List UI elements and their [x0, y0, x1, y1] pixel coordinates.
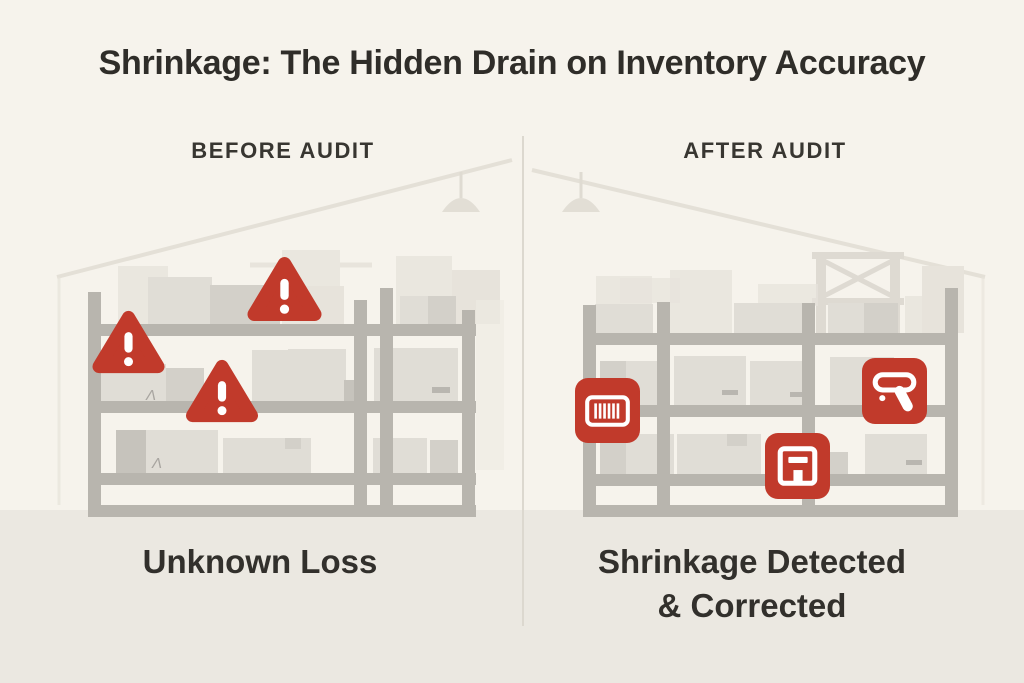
inventory-box	[865, 434, 927, 477]
lamp-shade-icon	[442, 198, 480, 212]
page-title: Shrinkage: The Hidden Drain on Inventory…	[98, 44, 926, 82]
before-audit-header: BEFORE AUDIT	[191, 138, 375, 163]
before-caption: Unknown Loss	[142, 543, 378, 580]
inventory-box	[750, 361, 810, 407]
scanner-gun-icon	[862, 358, 927, 424]
shelf-beam	[88, 401, 476, 413]
box-label	[285, 438, 301, 449]
after-audit-header: AFTER AUDIT	[683, 138, 847, 163]
box-label	[727, 434, 747, 446]
inventory-box	[677, 434, 761, 477]
box-logo-mark: Λ	[152, 455, 163, 472]
shelf-beam	[583, 333, 958, 345]
inventory-box	[674, 356, 746, 407]
warning-triangle-icon	[92, 310, 165, 374]
warehouse-floor	[0, 510, 1024, 683]
inventory-record-icon	[765, 433, 830, 499]
barcode-icon	[575, 378, 640, 443]
inventory-box	[864, 303, 898, 335]
inventory-box	[288, 349, 346, 404]
shelf-beam	[583, 505, 958, 517]
inventory-box	[828, 303, 864, 335]
inventory-box	[595, 304, 653, 335]
inventory-box	[146, 430, 218, 475]
after-caption-line2: & Corrected	[657, 586, 847, 624]
inventory-box	[400, 296, 428, 326]
inventory-box	[428, 296, 456, 326]
inventory-box	[116, 430, 146, 475]
inventory-box	[252, 350, 288, 404]
cross-braced-rack-sketch	[812, 252, 904, 338]
box-logo-mark: Λ	[146, 387, 157, 404]
box-label	[722, 390, 738, 395]
panel-divider	[522, 136, 524, 626]
box-label	[790, 392, 804, 397]
after-caption-line1: Shrinkage Detected	[597, 543, 907, 580]
inventory-box	[734, 303, 806, 335]
shelf-beam	[88, 324, 476, 336]
lamp-shade-icon	[562, 198, 600, 212]
after-caption: Shrinkage Detected & Corrected	[552, 540, 952, 627]
warning-triangle-icon	[247, 257, 322, 321]
box-label	[432, 387, 450, 393]
shelf-beam	[88, 505, 476, 517]
inventory-box	[430, 440, 458, 475]
box-label	[906, 460, 922, 465]
inventory-box	[148, 277, 212, 326]
shelf-beam	[88, 473, 476, 485]
warning-triangle-icon	[186, 359, 258, 423]
